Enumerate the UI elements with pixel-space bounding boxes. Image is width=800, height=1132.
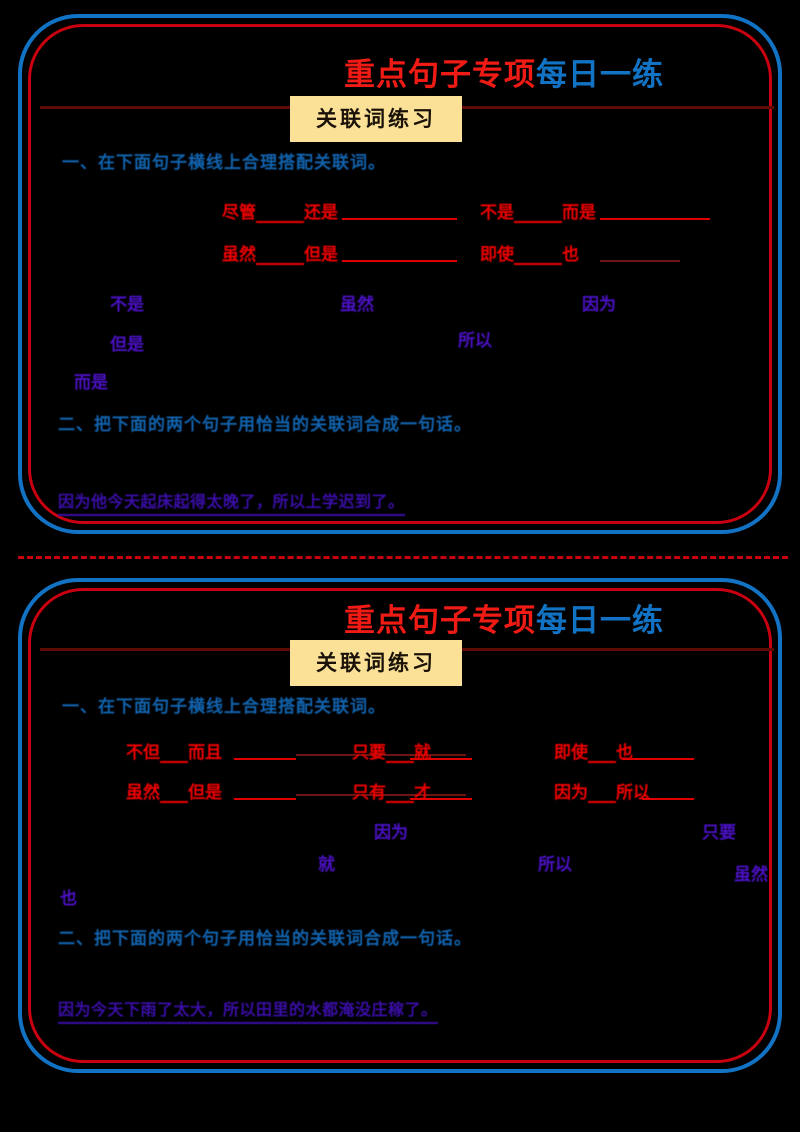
conj-pair-2-first: 只要 [352, 743, 386, 762]
card-1-subtitle-box: 关联词练习 [290, 96, 462, 142]
conj-pair-2-second: 就 [414, 743, 431, 762]
conj-blank-2a [514, 201, 562, 223]
card-1-word-4: 但是 [110, 335, 144, 354]
card-2-header-title: 重点句子专项每日一练 [344, 606, 664, 637]
card-2-blank-line-2 [410, 758, 472, 760]
conj-blank-2a [386, 741, 414, 763]
card-1-word-5: 所以 [458, 331, 492, 350]
conj-pair-1-first: 不但 [126, 743, 160, 762]
card-2-word-6: 也 [60, 889, 77, 908]
conj-pair-3-first: 虽然 [222, 245, 256, 264]
conj-blank-5a [386, 781, 414, 803]
card-2-blank-line-1 [234, 758, 296, 760]
conj-pair-1-first: 尽管 [222, 203, 256, 222]
conj-pair-5-first: 只有 [352, 783, 386, 802]
card-2-answer-sentence: 因为今天下雨了太大，所以田里的水都淹没庄稼了。 [58, 996, 438, 1024]
card-1-conj-pair-2: 不是 而是 [480, 198, 596, 223]
conj-blank-4a [514, 243, 562, 265]
card-1-answer-sentence: 因为他今天起床起得太晚了，所以上学迟到了。 [58, 488, 405, 516]
card-2-conj-pair-1: 不但 而且 [126, 738, 222, 763]
card-2-conj-pair-4: 虽然 但是 [126, 778, 222, 803]
card-2-rule-line-1 [296, 754, 466, 756]
conj-pair-6-first: 因为 [554, 783, 588, 802]
title-blue-text: 每日一练 [536, 57, 664, 93]
card-2-rule-line-2 [296, 794, 466, 796]
card-2-conj-pair-6: 因为 所以 [554, 778, 650, 803]
conj-pair-4-second: 也 [562, 245, 579, 264]
card-1-blank-line-1 [342, 218, 457, 220]
card-2-word-3: 就 [318, 855, 335, 874]
card-1-blank-line-2 [600, 218, 710, 220]
section-2-number: 二、 [58, 929, 94, 948]
conj-pair-4-first: 虽然 [126, 783, 160, 802]
card-2-conj-pair-5: 只有 才 [352, 778, 431, 803]
section-1-heading-text: 在下面句子横线上合理搭配关联词。 [98, 153, 386, 172]
title-red-text: 重点句子专项 [344, 57, 536, 93]
card-1-section-1-heading: 一、在下面句子横线上合理搭配关联词。 [62, 148, 386, 173]
card-1-header-title: 重点句子专项每日一练 [344, 60, 664, 91]
conj-pair-5-second: 才 [414, 783, 431, 802]
conj-pair-4-first: 即使 [480, 245, 514, 264]
card-2-blank-line-5 [410, 798, 472, 800]
worksheet-card-1: 重点句子专项每日一练 关联词练习 一、在下面句子横线上合理搭配关联词。 尽管 还… [18, 14, 782, 534]
conj-pair-1-second: 而且 [188, 743, 222, 762]
card-2-blank-line-4 [234, 798, 296, 800]
card-1-word-1: 不是 [110, 295, 144, 314]
conj-pair-2-first: 不是 [480, 203, 514, 222]
card-1-section-2-heading: 二、把下面的两个句子用恰当的关联词合成一句话。 [58, 410, 472, 435]
conj-pair-3-first: 即使 [554, 743, 588, 762]
conj-pair-3-second: 也 [616, 743, 633, 762]
card-1-word-3: 因为 [582, 295, 616, 314]
title-blue-text: 每日一练 [536, 603, 664, 639]
card-2-word-7 [318, 888, 323, 908]
card-2-section-2-heading: 二、把下面的两个句子用恰当的关联词合成一句话。 [58, 924, 472, 949]
card-1-word-6: 而是 [74, 373, 108, 392]
card-2-body: 重点句子专项每日一练 关联词练习 一、在下面句子横线上合理搭配关联词。 不但 而… [22, 582, 778, 1069]
conj-blank-4a [160, 781, 188, 803]
conj-blank-6a [588, 781, 616, 803]
card-1-conj-pair-1: 尽管 还是 [222, 198, 338, 223]
card-2-word-5: 虽然 [734, 865, 768, 884]
card-2-word-1: 因为 [374, 823, 408, 842]
section-1-number: 一、 [62, 153, 98, 172]
card-1-conj-pair-4: 即使 也 [480, 240, 579, 265]
card-1-blank-line-3 [342, 260, 457, 262]
card-1-blank-line-4 [600, 260, 680, 262]
section-1-heading-text: 在下面句子横线上合理搭配关联词。 [98, 697, 386, 716]
conj-pair-3-second: 但是 [304, 245, 338, 264]
section-2-heading-text: 把下面的两个句子用恰当的关联词合成一句话。 [94, 415, 472, 434]
card-1-body: 重点句子专项每日一练 关联词练习 一、在下面句子横线上合理搭配关联词。 尽管 还… [22, 18, 778, 530]
card-2-word-4: 所以 [538, 855, 572, 874]
title-red-text: 重点句子专项 [344, 603, 536, 639]
card-2-section-1-heading: 一、在下面句子横线上合理搭配关联词。 [62, 692, 386, 717]
conj-blank-3a [588, 741, 616, 763]
conj-pair-1-second: 还是 [304, 203, 338, 222]
card-1-word-2: 虽然 [340, 295, 374, 314]
conj-pair-4-second: 但是 [188, 783, 222, 802]
card-2-conj-pair-3: 即使 也 [554, 738, 633, 763]
section-2-heading-text: 把下面的两个句子用恰当的关联词合成一句话。 [94, 929, 472, 948]
section-1-number: 一、 [62, 697, 98, 716]
conj-pair-2-second: 而是 [562, 203, 596, 222]
conj-blank-1a [160, 741, 188, 763]
card-1-conj-pair-3: 虽然 但是 [222, 240, 338, 265]
card-2-blank-line-6 [642, 798, 694, 800]
card-2-subtitle-box: 关联词练习 [290, 640, 462, 686]
card-2-word-2: 只要 [702, 823, 736, 842]
conj-blank-1a [256, 201, 304, 223]
card-2-blank-line-3 [622, 758, 694, 760]
card-2-conj-pair-2: 只要 就 [352, 738, 431, 763]
section-2-number: 二、 [58, 415, 94, 434]
worksheet-card-2: 重点句子专项每日一练 关联词练习 一、在下面句子横线上合理搭配关联词。 不但 而… [18, 578, 782, 1073]
conj-pair-6-second: 所以 [616, 783, 650, 802]
conj-blank-3a [256, 243, 304, 265]
page-divider [18, 556, 788, 559]
